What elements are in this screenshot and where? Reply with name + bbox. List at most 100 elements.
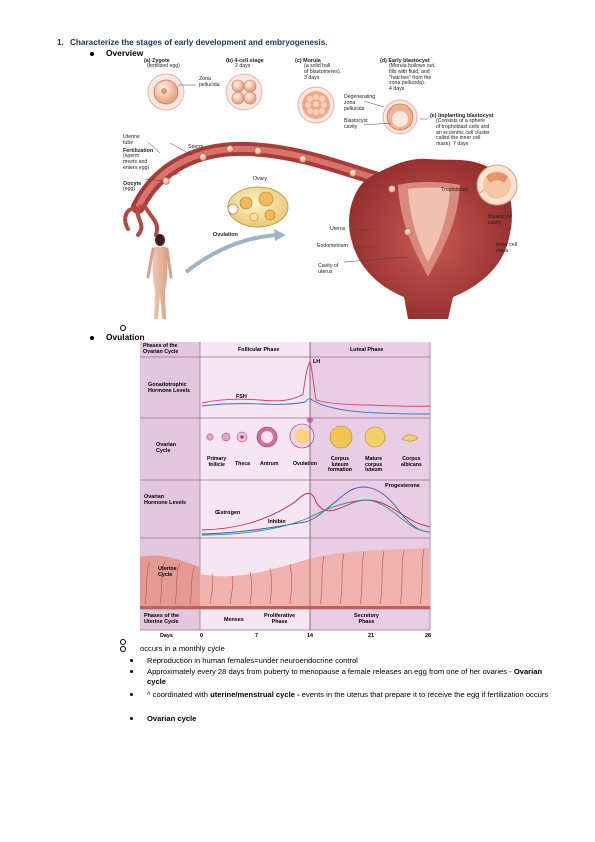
empty-sub-bullet-2 [120, 633, 140, 651]
implanting-blastocyst [476, 164, 518, 206]
circle-bullet-icon [120, 324, 126, 331]
inhibin-label: Inhibin [268, 519, 286, 525]
circle-bullet-icon [120, 646, 126, 652]
stage-primary-follicle: Primary follicle [207, 456, 227, 468]
list-item: ^ coordinated with uterine/menstrual cyc… [130, 690, 560, 700]
bullet-overview: Overview [90, 48, 143, 58]
stage-mature-corpus-luteum: Mature corpus luteum [365, 456, 383, 474]
list-item-bold: Ovarian cycle [147, 667, 543, 686]
implanting-blastocyst-sub: (Consists of a sphere of trophoblast cel… [436, 118, 490, 148]
oocyte-title: Oocyte [123, 181, 142, 187]
reproductive-tract-illustration [123, 73, 518, 319]
fertilization-sub: (sperm meets and enters egg) [123, 153, 150, 171]
day-21: 21 [368, 633, 374, 639]
phases-ovarian-label: Phases of the Ovarian Cycle [143, 343, 179, 355]
list-item-text: Reproduction in human females=under neur… [147, 656, 358, 665]
progesterone-label: Progesterone [385, 483, 420, 489]
blastocyst-cavity2-label: Blastocyst cavity [488, 214, 512, 226]
day-7: 7 [255, 633, 258, 639]
bullet-overview-label: Overview [106, 48, 144, 58]
uterine-tube-label: Uterine tube [123, 134, 140, 146]
list-item-text-part: ^ coordinated with [147, 690, 211, 699]
cycle-chart [140, 342, 440, 646]
zygote-cell [147, 73, 185, 111]
circle-bullet-icon [120, 638, 126, 645]
luteal-phase-label: Luteal Phase [350, 347, 384, 353]
heading-text: Characterize the stages of early develop… [70, 38, 328, 47]
morula-title: (c) Morula [295, 58, 321, 64]
list-item-text-part: events in the uterus that prepare it to … [299, 690, 549, 699]
stage-corpus-luteum-formation: Corpus luteum formation [328, 456, 352, 474]
list-item-text: Ovarian cycle [147, 714, 560, 724]
oestrogen-label: Œstrogen [215, 510, 241, 516]
bullet-icon [130, 717, 133, 720]
ovarian-cycle-label: Ovarian Cycle [156, 442, 177, 455]
embryo-development-figure: (a) Zygote (fertilized egg) Zona pelluci… [108, 57, 528, 329]
fsh-label: FSH [236, 394, 247, 400]
early-blastocyst-title: (d) Early blastocyst [380, 58, 430, 64]
bullet-ovulation: Ovulation [90, 332, 145, 342]
empty-sub-bullet [120, 319, 140, 337]
days-label: Days [160, 633, 173, 639]
early-blastocyst [382, 99, 418, 135]
list-item-bold: Ovarian cycle [147, 714, 197, 723]
list-item-text: Approximately every 28 days from puberty… [147, 667, 560, 686]
four-cell-stage [225, 73, 263, 111]
sub-bullet-monthly: occurs in a monthly cycle [120, 644, 225, 654]
ovulation-label: Ovulation [213, 232, 238, 238]
four-cell-sub: 2 days [235, 63, 251, 69]
day-0: 0 [200, 633, 203, 639]
implanting-blastocyst-title: (e) Implanting blastocyst [430, 113, 494, 119]
early-blastocyst-sub: (Morula hollows out, fills with fluid, a… [389, 63, 436, 93]
cavity-label: Cavity of uterus [318, 263, 339, 275]
list-item: Approximately every 28 days from puberty… [130, 667, 560, 686]
secretory-label: Secretory Phase [354, 613, 379, 625]
phases-uterine-label: Phases of the Uterine Cycle [144, 613, 180, 625]
sub-bullet-text: occurs in a monthly cycle [140, 644, 225, 653]
list-item-text: ^ coordinated with uterine/menstrual cyc… [147, 690, 560, 700]
ovary-label: Ovary [253, 176, 267, 182]
list-item: Reproduction in human females=under neur… [130, 656, 560, 666]
trophoblast-label: Trophoblast [441, 187, 469, 193]
four-cell-title: (b) 4-cell stage [226, 58, 264, 64]
uterus-label: Uterus [330, 226, 346, 232]
list-item-bold: uterine/menstrual cycle - [210, 690, 300, 699]
lh-label: LH [313, 359, 321, 365]
degenerating-zona-label: Degenerating zona pellucida [344, 94, 376, 112]
morula [297, 86, 335, 124]
stage-antrum: Antrum [260, 461, 279, 467]
section-heading: 1. Characterize the stages of early devel… [57, 38, 328, 47]
bullet-icon [130, 670, 133, 673]
bullet-ovulation-label: Ovulation [106, 332, 145, 342]
stage-corpus-albicans: Corpus albicans [401, 456, 422, 468]
sperm-label: Sperm [188, 144, 204, 150]
oocyte-sub: (egg) [123, 186, 136, 192]
day-28: 28 [425, 633, 431, 639]
endometrium-label: Endometrium [317, 243, 348, 249]
heading-number: 1. [57, 38, 64, 47]
ovarian-cycle-figure: Phases of the Ovarian Cycle Follicular P… [140, 342, 440, 646]
follicular-phase-label: Follicular Phase [238, 347, 280, 353]
zygote-title: (a) Zygote [144, 58, 170, 64]
proliferative-label: Proliferative Phase [264, 613, 296, 625]
zona-label: Zona pellucida [199, 76, 220, 88]
stage-theca: Theca [235, 461, 250, 467]
zygote-sub: (fertilized egg) [147, 63, 180, 69]
morula-sub: (a solid ball of blastomeres). 3 days [304, 63, 342, 81]
list-item-text-part: Approximately every 28 days from puberty… [147, 667, 514, 676]
menses-label: Menses [224, 617, 244, 623]
blastocyst-cavity-label: Blastocyst cavity [344, 118, 368, 130]
bullet-icon [90, 335, 94, 340]
bullet-icon [90, 51, 94, 56]
fertilization-title: Fertilization [123, 148, 154, 154]
day-14: 14 [307, 633, 313, 639]
list-item: Ovarian cycle [130, 714, 560, 724]
inner-cell-mass-label: Inner cell mass [496, 242, 518, 254]
ovarian-hormone-label: Ovarian Hormone Levels [144, 494, 186, 507]
bullet-icon [130, 659, 133, 662]
stage-ovulation: Ovulation [293, 461, 317, 467]
bullet-icon [130, 693, 133, 696]
woman-silhouette [146, 234, 173, 319]
uterine-cycle-label: Uterine Cycle [158, 566, 177, 579]
gonado-label: Gonadotrophic Hormone Levels [148, 382, 190, 395]
